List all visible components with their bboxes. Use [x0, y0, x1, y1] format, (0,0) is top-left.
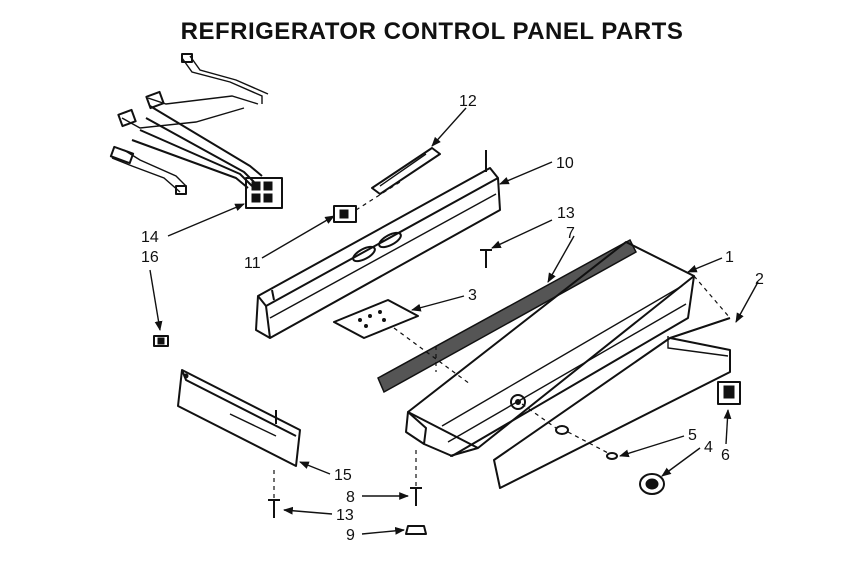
plate-part: [333, 299, 419, 339]
callout-12: 12: [459, 93, 477, 110]
shaft-part: [521, 403, 618, 460]
diagram-title: REFRIGERATOR CONTROL PANEL PARTS: [180, 18, 684, 45]
callout-6: 6: [721, 447, 730, 464]
callout-11: 11: [244, 255, 261, 272]
callout-13-upper: 13: [557, 205, 575, 222]
callout-3: 3: [468, 287, 477, 304]
callout-7: 7: [566, 225, 575, 242]
control-bracket-part: [255, 150, 501, 339]
wiring-harness-part: [109, 53, 283, 209]
callout-4: 4: [704, 439, 713, 456]
callout-10: 10: [556, 155, 574, 172]
end-cap-part: [493, 275, 731, 489]
sensor-part: [371, 147, 441, 195]
callout-5: 5: [688, 427, 697, 444]
callout-1: 1: [725, 249, 734, 266]
lower-hardware-part: [268, 450, 427, 535]
lower-bracket-part: [177, 369, 301, 467]
callout-14: 14: [141, 229, 159, 246]
clip-part: [153, 335, 169, 347]
switch-part: [333, 181, 401, 223]
callout-13-lower: 13: [336, 507, 354, 524]
leader-lines: [149, 107, 759, 535]
callout-8: 8: [346, 489, 355, 506]
callout-16: 16: [141, 249, 159, 266]
gasket-part: [377, 238, 637, 394]
callout-2: 2: [755, 271, 764, 288]
screw-part-upper: [480, 249, 492, 268]
callout-9: 9: [346, 527, 355, 544]
callout-15: 15: [334, 467, 352, 484]
knob-switch-part: [717, 381, 741, 405]
knob-part: [639, 473, 665, 495]
